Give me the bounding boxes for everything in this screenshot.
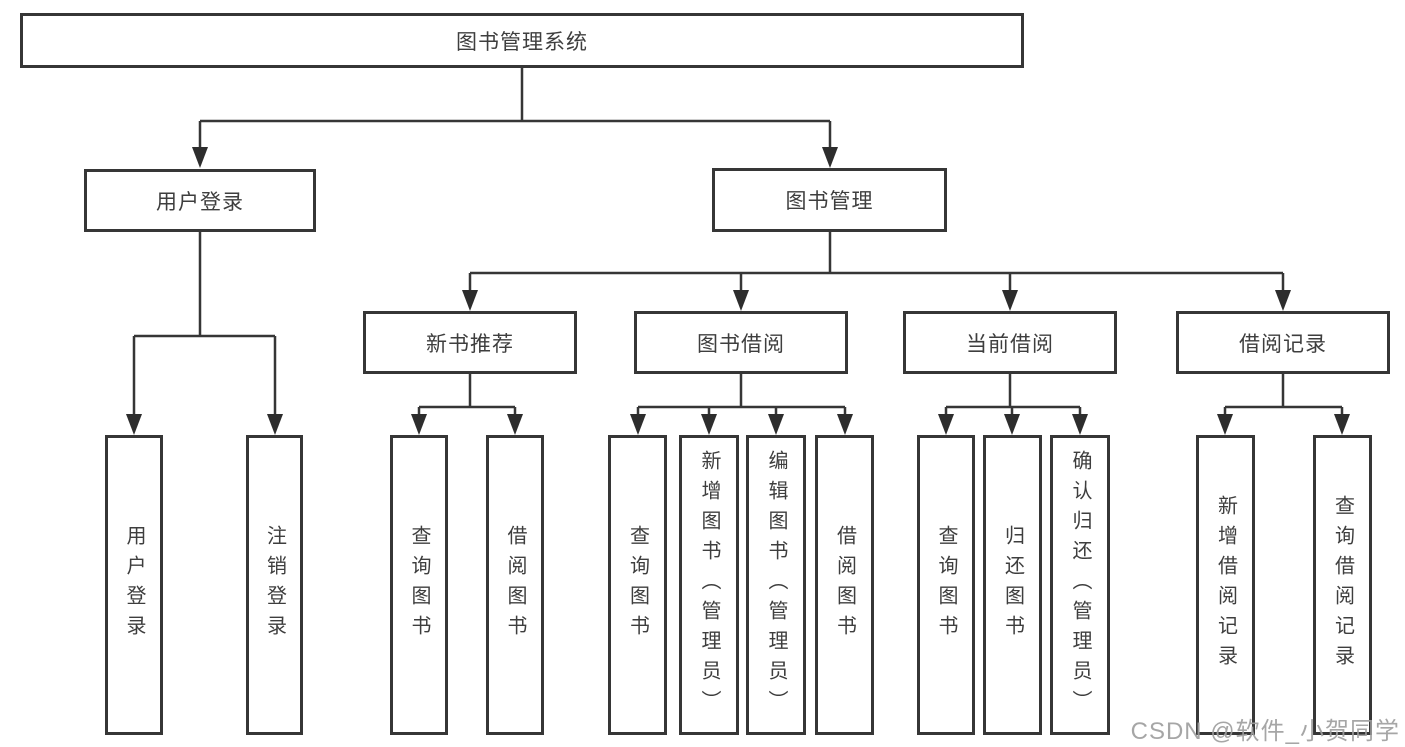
node-label: 新增图书（管理员）: [698, 450, 720, 720]
node-leaf-confirm-return-admin: 确认归还（管理员）: [1050, 435, 1110, 735]
node-label: 编辑图书（管理员）: [765, 450, 787, 720]
node-current-borrowing: 当前借阅: [903, 311, 1117, 374]
node-label: 查询借阅记录: [1331, 495, 1354, 675]
arrowhead-icon: [733, 290, 749, 311]
node-label: 确认归还（管理员）: [1069, 450, 1091, 720]
arrowhead-icon: [1334, 414, 1350, 435]
node-label: 用户登录: [123, 525, 145, 645]
arrowhead-icon: [1004, 414, 1020, 435]
node-label: 查询图书: [935, 525, 957, 645]
arrowhead-icon: [126, 414, 142, 435]
arrowhead-icon: [267, 414, 283, 435]
connector-user-login-to-leaves: [126, 232, 283, 435]
node-label: 当前借阅: [966, 332, 1054, 356]
node-leaf-query-borrow-record: 查询借阅记录: [1313, 435, 1372, 735]
node-label: 借阅记录: [1239, 332, 1327, 356]
arrowhead-icon: [1002, 290, 1018, 311]
node-leaf-add-books-admin: 新增图书（管理员）: [679, 435, 739, 735]
arrowhead-icon: [192, 147, 208, 168]
node-label: 借阅图书: [833, 525, 856, 645]
connector-borrowing-records-to-leaves: [1217, 374, 1350, 435]
arrowhead-icon: [768, 414, 784, 435]
node-borrowing-records: 借阅记录: [1176, 311, 1390, 374]
arrowhead-icon: [462, 290, 478, 311]
node-label: 归还图书: [1001, 525, 1024, 645]
csdn-watermark: CSDN @软件_小贺同学: [1130, 718, 1400, 745]
node-book-management: 图书管理: [712, 168, 947, 232]
arrowhead-icon: [822, 147, 838, 168]
node-leaf-borrow-books-borrowing: 借阅图书: [815, 435, 874, 735]
node-leaf-edit-books-admin: 编辑图书（管理员）: [746, 435, 806, 735]
arrowhead-icon: [1072, 414, 1088, 435]
node-label: 用户登录: [156, 190, 244, 214]
node-label: 新增借阅记录: [1214, 495, 1237, 675]
arrowhead-icon: [630, 414, 646, 435]
arrowhead-icon: [701, 414, 717, 435]
node-leaf-query-books-recommend: 查询图书: [390, 435, 448, 735]
node-label: 查询图书: [408, 525, 430, 645]
connector-book-borrowing-to-leaves: [630, 374, 853, 435]
node-book-borrowing: 图书借阅: [634, 311, 848, 374]
node-system-root: 图书管理系统: [20, 13, 1024, 68]
node-user-login: 用户登录: [84, 169, 316, 232]
node-new-book-recommendation: 新书推荐: [363, 311, 577, 374]
arrowhead-icon: [837, 414, 853, 435]
arrowhead-icon: [411, 414, 427, 435]
connector-book-management-to-level3: [462, 232, 1291, 311]
node-label: 借阅图书: [504, 525, 526, 645]
node-leaf-borrow-books-recommend: 借阅图书: [486, 435, 544, 735]
node-label: 新书推荐: [426, 332, 514, 356]
node-leaf-query-books-current: 查询图书: [917, 435, 975, 735]
node-label: 图书借阅: [697, 332, 785, 356]
node-label: 查询图书: [626, 525, 649, 645]
connector-root-to-level2: [192, 68, 838, 168]
arrowhead-icon: [1275, 290, 1291, 311]
node-leaf-add-borrow-record: 新增借阅记录: [1196, 435, 1255, 735]
connector-current-borrowing-to-leaves: [938, 374, 1088, 435]
node-label: 注销登录: [263, 525, 286, 645]
arrowhead-icon: [1217, 414, 1233, 435]
node-leaf-query-books-borrowing: 查询图书: [608, 435, 667, 735]
connector-new-book-to-leaves: [411, 374, 523, 435]
node-leaf-logout: 注销登录: [246, 435, 303, 735]
node-leaf-user-login: 用户登录: [105, 435, 163, 735]
node-label: 图书管理: [785, 190, 874, 213]
arrowhead-icon: [507, 414, 523, 435]
arrowhead-icon: [938, 414, 954, 435]
node-label: 图书管理系统: [456, 30, 588, 54]
node-leaf-return-books: 归还图书: [983, 435, 1042, 735]
